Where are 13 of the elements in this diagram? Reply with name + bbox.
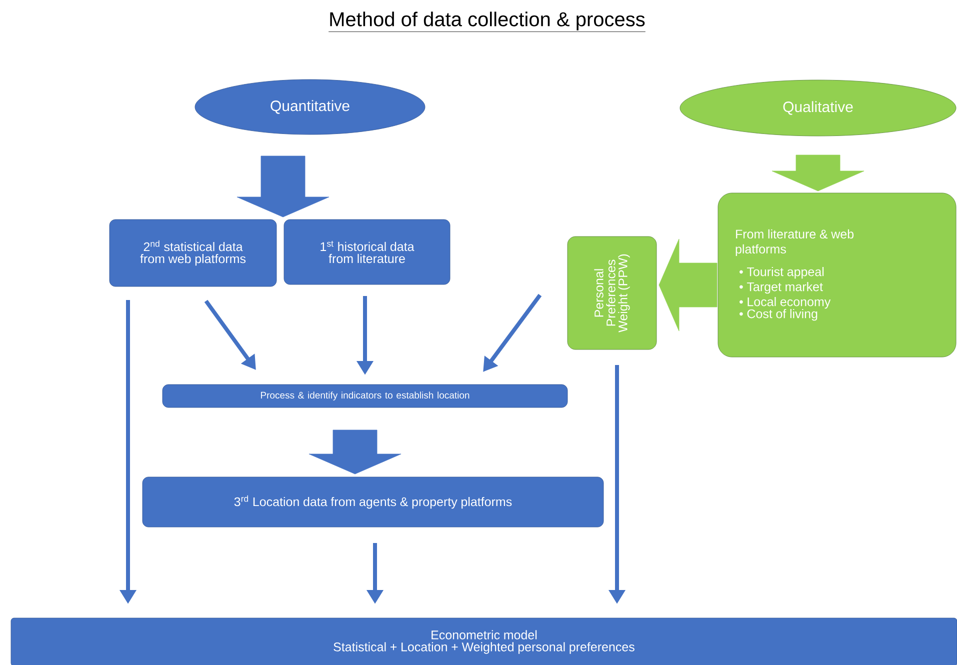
process-box: 2$^{nd}$ statistical data from web platforms (109, 219, 277, 287)
block-arrow (772, 154, 864, 192)
model-bar: Econometric model Statistical + Location + Weighted personal preferences (10, 618, 957, 665)
process-box: 1$^{st}$ historical data from literature (284, 219, 450, 285)
block-arrow (236, 156, 330, 218)
rotated-label: Personal Preferences Weight (PPW) (594, 254, 630, 332)
block-arrow (658, 238, 718, 332)
weight-box (567, 236, 657, 350)
title: Method of data collection & process (328, 12, 646, 32)
process-box: Process & identify indicators to establish location (162, 384, 568, 408)
source-box: From literature & web platforms • Tourist appeal • Target market • Local economy • Cost of living (718, 192, 956, 358)
block-arrow (308, 430, 402, 474)
process-box: 3$^{rd}$ Location data from agents & property platforms (142, 476, 604, 528)
